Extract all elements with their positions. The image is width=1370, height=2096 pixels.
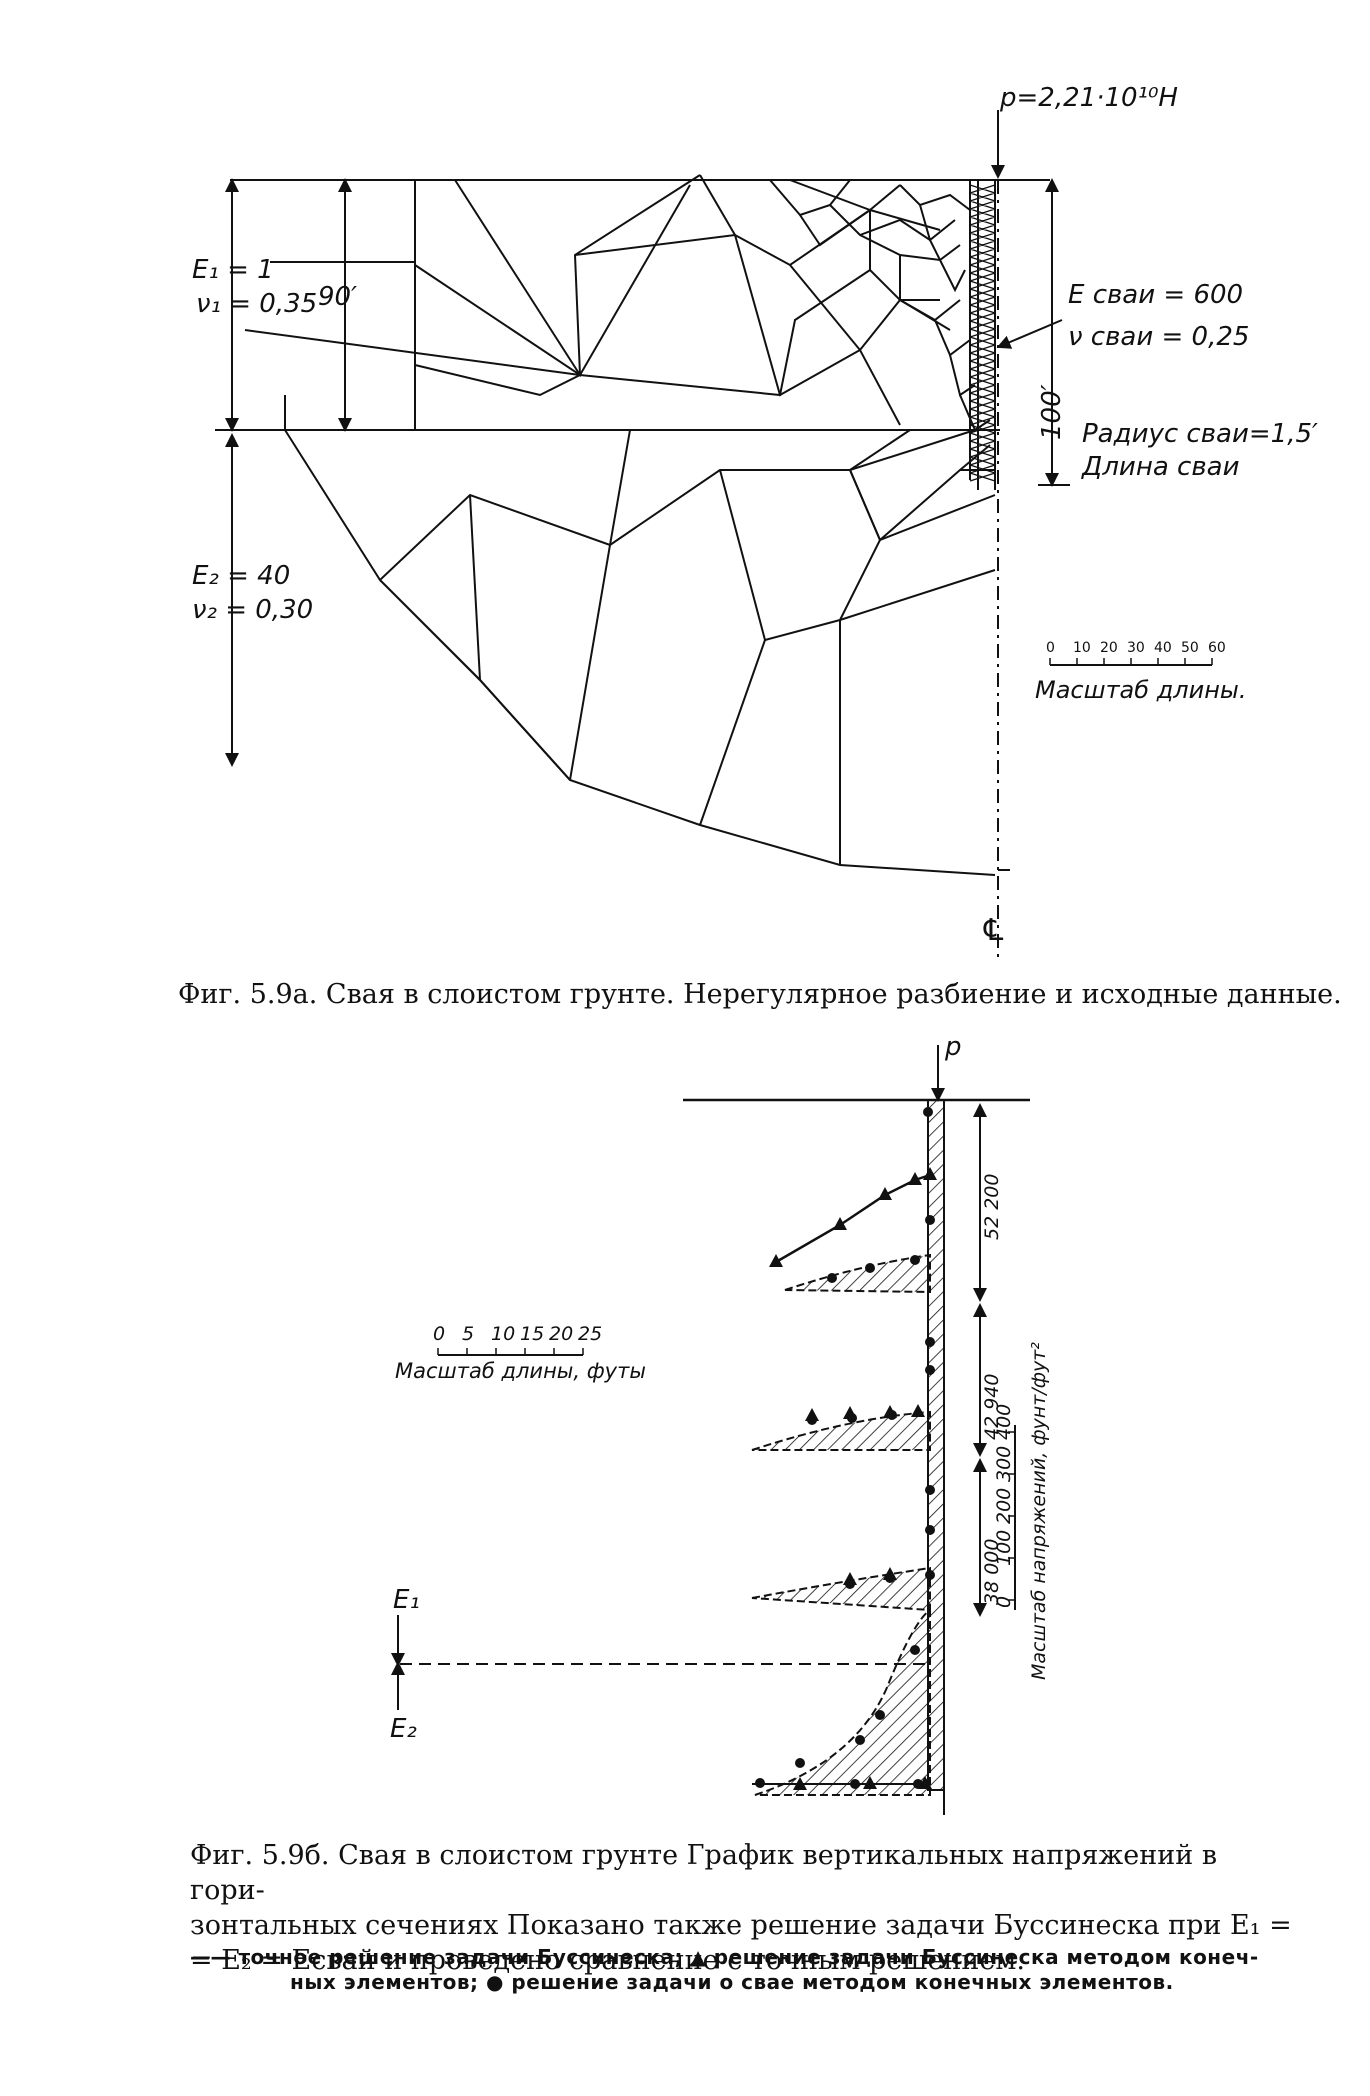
caption-b-line3: = E₂ = Eсвай и проведено сравнение с точ… xyxy=(190,1945,1025,1977)
scale-a-tick: 30 xyxy=(1127,640,1145,656)
layer1-E: E₁ = 1 xyxy=(192,255,274,285)
fem-pile-marker xyxy=(925,1215,935,1225)
fem-boussinesq-marker xyxy=(833,1217,847,1230)
section-value-3: 38 000 xyxy=(981,1539,1003,1605)
scale-a-tick: 40 xyxy=(1154,640,1172,656)
scale-b-tick: 0 xyxy=(433,1323,445,1345)
E2-label: E₂ xyxy=(390,1714,417,1744)
caption-b-line2: зонтальных сечениях Показано также решен… xyxy=(190,1910,1292,1942)
fem-pile-marker xyxy=(925,1365,935,1375)
layer1-depth: 90′ xyxy=(318,282,357,312)
caption-b-line1: Фиг. 5.9б. Свая в слоистом грунте График… xyxy=(190,1840,1218,1907)
fem-pile-marker xyxy=(913,1779,923,1789)
stress-scale-tick: 100 xyxy=(993,1530,1015,1566)
stress-scale-tick: 200 xyxy=(993,1488,1015,1524)
stress-scale-tick: 0 xyxy=(993,1596,1015,1608)
scale-a-tick: 0 xyxy=(1046,640,1055,656)
fem-boussinesq-marker xyxy=(793,1777,807,1790)
scale-a-tick: 10 xyxy=(1073,640,1091,656)
pile-radius: Радиус сваи=1,5′ xyxy=(1082,419,1318,449)
fem-pile-marker xyxy=(755,1778,765,1788)
load-label-b: p xyxy=(944,1032,962,1062)
fem-pile-marker xyxy=(850,1779,860,1789)
pile-nu: ν сваи = 0,25 xyxy=(1068,322,1249,352)
stress-scale-tick: 300 xyxy=(993,1446,1015,1482)
section-value-2: 42 940 xyxy=(981,1374,1003,1440)
fem-pile-marker xyxy=(847,1413,857,1423)
fem-pile-marker xyxy=(855,1735,865,1745)
scale-b-tick: 15 xyxy=(520,1323,544,1345)
stress-scale: 0 100 200 300 400 Масштаб напряжений, фунт/ф… xyxy=(993,1342,1050,1680)
scale-b-tick: 10 xyxy=(491,1323,515,1345)
stress-section-2 xyxy=(751,1410,931,1451)
fem-pile-marker xyxy=(887,1410,897,1420)
fem-pile-marker xyxy=(910,1645,920,1655)
fem-pile-marker xyxy=(875,1710,885,1720)
fem-pile-marker xyxy=(885,1573,895,1583)
fem-boussinesq-marker xyxy=(923,1167,937,1180)
stress-section-1 xyxy=(775,1173,931,1294)
fem-pile-marker xyxy=(827,1273,837,1283)
fem-pile-marker xyxy=(925,1570,935,1580)
stress-scale-tick: 400 xyxy=(993,1404,1015,1440)
fem-pile-marker xyxy=(865,1263,875,1273)
fem-boussinesq-marker xyxy=(769,1254,783,1267)
scale-a-tick: 50 xyxy=(1181,640,1199,656)
caption-a: Фиг. 5.9а. Свая в слоистом грунте. Нерег… xyxy=(178,979,1342,1010)
stress-axis-label: Масштаб напряжений, фунт/фут² xyxy=(1028,1342,1050,1680)
pile-hatch xyxy=(969,184,996,482)
pile-E: E сваи = 600 xyxy=(1068,280,1243,310)
figure-a: p=2,21·10¹⁰Н E₁ = 1 ν₁ = 0,35 90′ E₂ = 4… xyxy=(192,83,1318,960)
layer2-E: E₂ = 40 xyxy=(192,561,290,591)
solution-markers xyxy=(755,1107,937,1790)
fem-pile-marker xyxy=(910,1255,920,1265)
fem-boussinesq-marker xyxy=(878,1187,892,1200)
centerline-label: ℄ xyxy=(983,913,1003,948)
legend-line2: ных элементов; ● решение задачи о свае м… xyxy=(290,1970,1174,1994)
E1-label: E₁ xyxy=(393,1585,420,1615)
scale-b-tick: 20 xyxy=(549,1323,573,1345)
legend-line1: —— точное решение задачи Буссинеска; ▲ р… xyxy=(190,1945,1259,1969)
pile-length-label: Длина сваи xyxy=(1081,452,1239,482)
caption-b: Фиг. 5.9б. Свая в слоистом грунте График… xyxy=(190,1838,1300,1978)
stress-section-3 xyxy=(751,1566,931,1612)
scale-a-label: Масштаб длины. xyxy=(1035,676,1247,704)
fem-pile-marker xyxy=(845,1579,855,1589)
pile-b xyxy=(927,1099,945,1815)
fem-boussinesq-marker xyxy=(863,1776,877,1789)
stress-section-4 xyxy=(752,1608,931,1796)
fem-pile-marker xyxy=(925,1337,935,1347)
scale-a-tick: 20 xyxy=(1100,640,1118,656)
fem-pile-marker xyxy=(923,1107,933,1117)
scale-b-tick: 25 xyxy=(578,1323,602,1345)
load-label: p=2,21·10¹⁰Н xyxy=(999,83,1178,113)
legend-b: —— точное решение задачи Буссинеска; ▲ р… xyxy=(190,1945,1310,1995)
fem-pile-marker xyxy=(925,1525,935,1535)
fem-boussinesq-marker xyxy=(908,1172,922,1185)
pile-length-value: 100′ xyxy=(1037,384,1067,440)
fem-boussinesq-marker xyxy=(911,1404,925,1417)
fem-pile-marker xyxy=(795,1758,805,1768)
scale-a-tick: 60 xyxy=(1208,640,1226,656)
section-value-1: 52 200 xyxy=(981,1174,1003,1240)
fem-pile-marker xyxy=(925,1485,935,1495)
layer1-nu: ν₁ = 0,35 xyxy=(196,289,317,319)
layer2-nu: ν₂ = 0,30 xyxy=(192,595,313,625)
fem-pile-marker xyxy=(807,1415,817,1425)
scale-b-label: Масштаб длины, футы xyxy=(395,1359,646,1383)
fem-mesh xyxy=(215,174,1050,876)
scale-b-tick: 5 xyxy=(462,1323,474,1345)
length-scale-a: 0 10 20 30 40 50 60 Масштаб длины. xyxy=(1035,640,1247,704)
